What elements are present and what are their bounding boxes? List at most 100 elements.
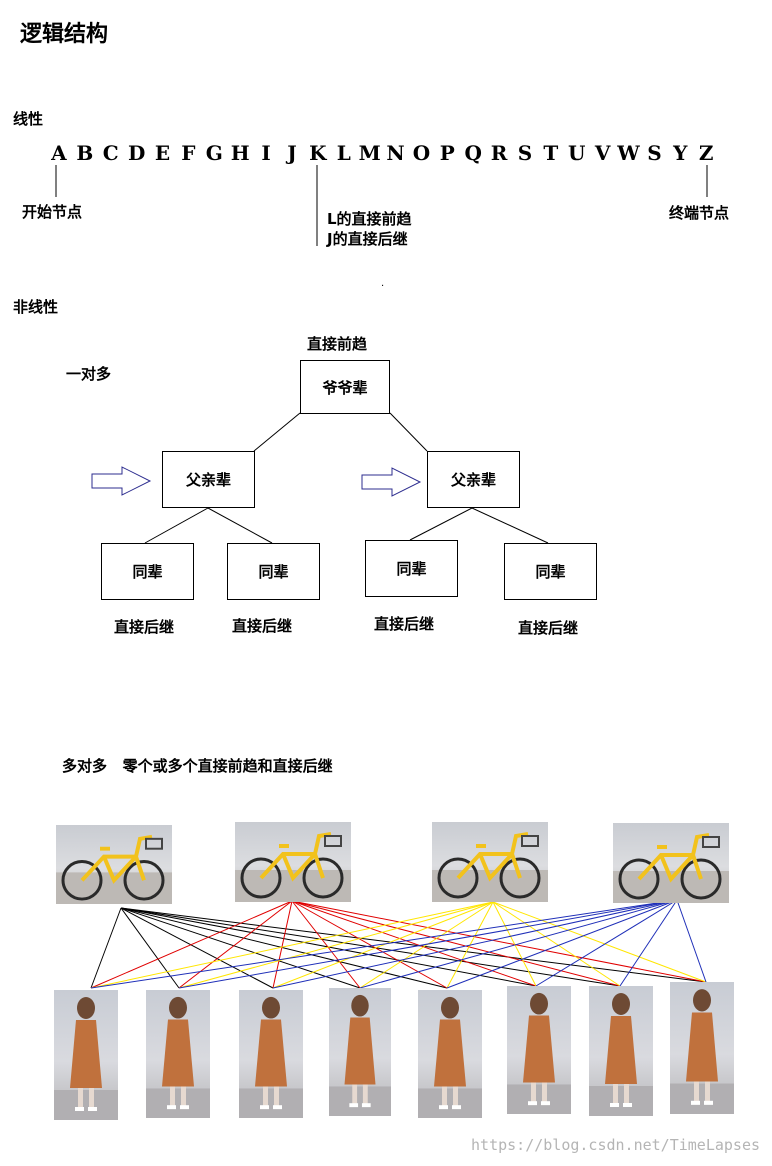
- sequence-letter: F: [181, 141, 196, 165]
- sequence-letter: K: [309, 141, 327, 165]
- right-arrow-icon: [361, 467, 422, 497]
- mesh-connection-line: [291, 900, 707, 983]
- mesh-connection-line: [120, 907, 274, 989]
- mesh-connection-line: [291, 900, 448, 989]
- direct-predecessor-label: 直接前趋: [307, 335, 368, 353]
- person-photo: [507, 986, 571, 1114]
- mesh-connection-line: [120, 907, 448, 989]
- person-photo: [146, 990, 210, 1118]
- mesh-connection-line: [291, 900, 537, 987]
- sequence-letter: U: [568, 141, 586, 165]
- sequence-letter: E: [154, 141, 171, 165]
- person-photo: [54, 990, 118, 1120]
- one-to-many-label: 一对多: [66, 365, 112, 383]
- linear-heading: 线性: [13, 110, 44, 128]
- sequence-letter: M: [358, 141, 381, 165]
- mesh-connection-line: [120, 907, 707, 983]
- sequence-letter: R: [490, 141, 508, 165]
- sequence-letter: W: [617, 141, 640, 165]
- sequence-letter: S: [517, 141, 533, 165]
- sequence-letter: J: [287, 141, 297, 165]
- right-arrow-icon: [91, 466, 152, 496]
- parent-node-left: 父亲辈: [162, 451, 255, 508]
- k-predecessor-note: L的直接前趋: [327, 210, 412, 228]
- tree-edge: [207, 507, 273, 544]
- mesh-connection-line: [178, 901, 494, 989]
- sequence-letter: P: [439, 141, 455, 165]
- watermark: https://blog.csdn.net/TimeLapses: [471, 1136, 760, 1154]
- mesh-connection-line: [619, 899, 678, 987]
- mesh-connection-line: [492, 901, 537, 987]
- tree-edge: [389, 412, 428, 452]
- successor-label-4: 直接后继: [518, 619, 579, 637]
- peer-node-2: 同辈: [227, 543, 320, 600]
- sequence-letter: N: [386, 141, 405, 165]
- dot-mark: .: [381, 278, 385, 289]
- mesh-connection-line: [272, 900, 293, 989]
- bicycle-photo: [432, 822, 548, 902]
- mesh-connection-line: [535, 899, 678, 987]
- mesh-connection-line: [90, 907, 122, 989]
- mesh-connection-line: [359, 901, 494, 989]
- nonlinear-heading: 非线性: [13, 298, 59, 316]
- bicycle-photo: [235, 822, 351, 902]
- sequence-letter: A: [51, 141, 67, 165]
- mesh-connection-line: [178, 899, 678, 989]
- person-photo: [418, 990, 482, 1118]
- sequence-letter: C: [102, 141, 119, 165]
- peer-node-3: 同辈: [365, 540, 458, 597]
- grandparent-node: 爷爷辈: [300, 360, 390, 414]
- successor-label-3: 直接后继: [374, 615, 435, 633]
- mesh-connection-line: [90, 899, 678, 989]
- mesh-connection-line: [120, 907, 180, 989]
- mesh-connection-line: [492, 901, 621, 987]
- person-photo: [670, 982, 734, 1114]
- sequence-letter: B: [76, 141, 94, 165]
- mesh-connection-line: [291, 900, 361, 989]
- many-to-many-mesh: [90, 899, 707, 989]
- person-photo: [239, 990, 303, 1118]
- sequence-letter: H: [230, 141, 250, 165]
- sequence-letter: D: [127, 141, 146, 165]
- successor-label-1: 直接后继: [114, 618, 175, 636]
- tree-edge: [253, 412, 301, 452]
- peer-node-1: 同辈: [101, 543, 194, 600]
- sequence-letter: Q: [464, 141, 482, 165]
- mesh-connection-line: [178, 900, 293, 989]
- sequence-letter: O: [412, 141, 431, 165]
- tree-edge: [409, 507, 473, 541]
- mesh-connection-line: [272, 901, 494, 989]
- sequence-letter: Y: [673, 141, 688, 165]
- k-successor-note: J的直接后继: [327, 230, 408, 248]
- sequence-letter: V: [594, 141, 611, 165]
- mesh-connection-line: [120, 907, 621, 987]
- tree-edge: [144, 507, 209, 544]
- sequence-letter: I: [261, 141, 271, 165]
- sequence-letter: Z: [698, 141, 714, 165]
- person-photo: [329, 988, 391, 1116]
- end-node-label: 终端节点: [669, 204, 730, 222]
- page-title: 逻辑结构: [20, 22, 109, 47]
- mesh-connection-line: [272, 899, 678, 989]
- many-to-many-heading: 多对多 零个或多个直接前趋和直接后继: [62, 757, 333, 775]
- person-photo: [589, 986, 653, 1116]
- sequence-letter: T: [543, 141, 559, 165]
- mesh-connection-line: [446, 899, 678, 989]
- bicycle-photo: [56, 825, 172, 904]
- peer-node-4: 同辈: [504, 543, 597, 600]
- mesh-connection-line: [120, 907, 361, 989]
- parent-node-right: 父亲辈: [427, 451, 520, 508]
- successor-label-2: 直接后继: [232, 617, 293, 635]
- mesh-connection-line: [90, 900, 293, 989]
- sequence-letter: S: [647, 141, 662, 165]
- mesh-connection-line: [676, 899, 707, 983]
- mesh-connection-line: [90, 901, 494, 989]
- mesh-connection-line: [492, 901, 707, 983]
- mesh-connection-line: [359, 899, 678, 989]
- sequence-letter: G: [205, 141, 223, 165]
- tree-edge: [471, 507, 549, 544]
- sequence-letter: L: [336, 141, 351, 165]
- start-node-label: 开始节点: [22, 203, 83, 221]
